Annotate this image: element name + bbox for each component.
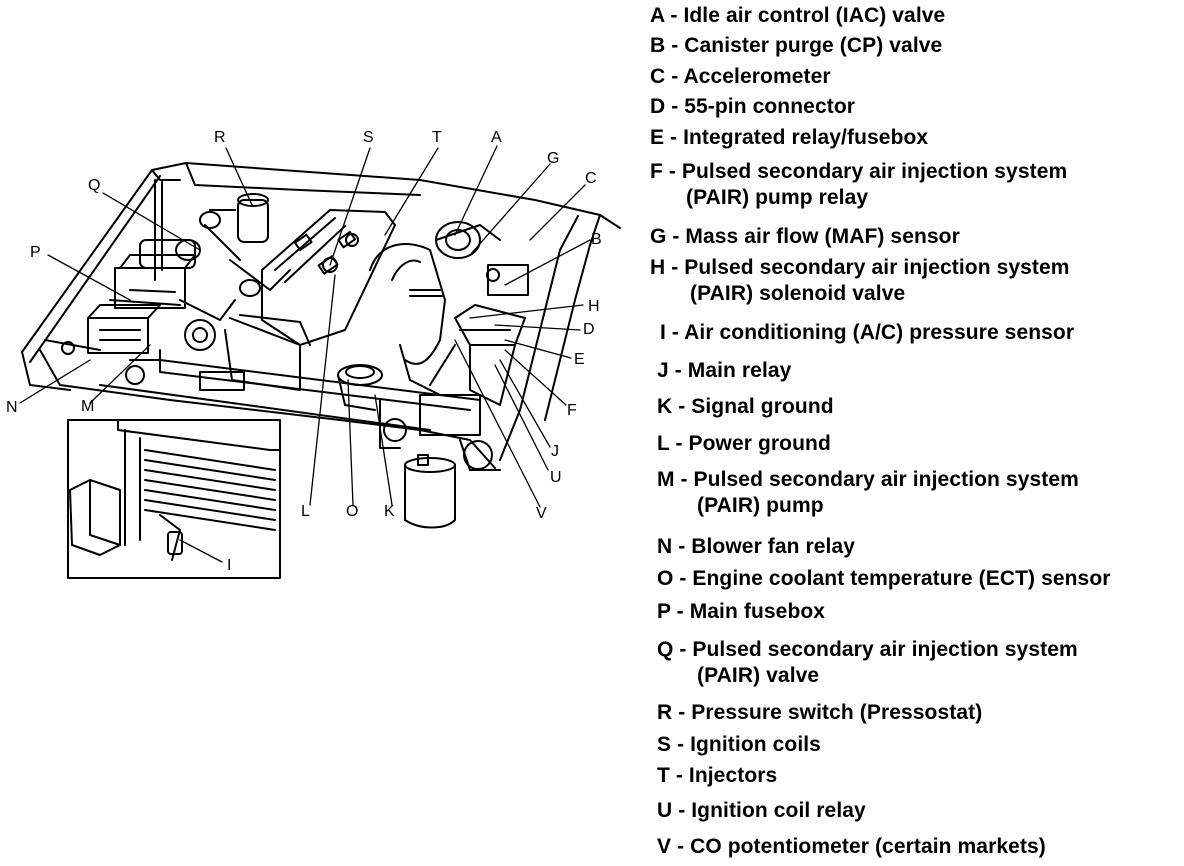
- callout-t: T: [432, 129, 442, 146]
- legend-item-f: F - Pulsed secondary air injection syste…: [650, 160, 1068, 209]
- callout-a: A: [491, 129, 502, 146]
- legend-item-o: O - Engine coolant temperature (ECT) sen…: [657, 567, 1111, 590]
- callout-g: G: [547, 150, 559, 167]
- callout-u: U: [550, 469, 562, 486]
- legend-item-d: D - 55-pin connector: [650, 95, 856, 118]
- legend-item-g: G - Mass air flow (MAF) sensor: [650, 225, 960, 248]
- legend-item-a: A - Idle air control (IAC) valve: [650, 4, 946, 27]
- pressure-switch-area: [199, 193, 291, 297]
- legend-item-b: B - Canister purge (CP) valve: [650, 34, 943, 57]
- engine-block: [224, 209, 396, 391]
- leader-lines: [19, 145, 591, 563]
- legend-item-c: C - Accelerometer: [650, 65, 831, 88]
- callout-v: V: [536, 505, 547, 522]
- callout-p: P: [30, 244, 41, 261]
- legend-item-p: P - Main fusebox: [657, 600, 826, 623]
- callout-m: M: [81, 398, 94, 415]
- coolant-bottle: [404, 454, 456, 529]
- legend-item-u: U - Ignition coil relay: [657, 799, 866, 822]
- component-legend: A - Idle air control (IAC) valve B - Can…: [650, 0, 1180, 866]
- callout-labels: R S T A G C Q B P H D E N M F J U L O K …: [6, 129, 602, 574]
- legend-item-i: I - Air conditioning (A/C) pressure sens…: [660, 321, 1075, 344]
- callout-h: H: [588, 298, 600, 315]
- callout-i: I: [227, 557, 231, 574]
- engine-bay-drawing: R S T A G C Q B P H D E N M F J U L O K …: [6, 129, 621, 579]
- callout-j: J: [551, 443, 559, 460]
- callout-f: F: [567, 402, 577, 419]
- callout-c: C: [585, 170, 597, 187]
- legend-item-l: L - Power ground: [657, 432, 831, 455]
- legend-item-m: M - Pulsed secondary air injection syste…: [657, 468, 1079, 517]
- legend-item-h: H - Pulsed secondary air injection syste…: [650, 256, 1070, 305]
- legend-item-k: K - Signal ground: [657, 395, 834, 418]
- left-components: [87, 239, 236, 354]
- legend-item-s: S - Ignition coils: [657, 733, 821, 756]
- engine-bay-diagram: R S T A G C Q B P H D E N M F J U L O K …: [6, 129, 621, 579]
- hood-outline: [21, 162, 621, 461]
- relay-box: [419, 264, 529, 436]
- intake-hose: [337, 221, 501, 411]
- callout-d: D: [583, 321, 595, 338]
- legend-item-t: T - Injectors: [657, 764, 778, 787]
- callout-q: Q: [88, 177, 100, 194]
- callout-k: K: [384, 503, 395, 520]
- legend-item-q: Q - Pulsed secondary air injection syste…: [657, 638, 1078, 687]
- callout-o: O: [346, 503, 358, 520]
- legend-item-n: N - Blower fan relay: [657, 535, 856, 558]
- legend-item-j: J - Main relay: [657, 359, 792, 382]
- legend-item-e: E - Integrated relay/fusebox: [650, 126, 929, 149]
- inset-ac-condenser: [67, 419, 281, 579]
- callout-l: L: [301, 503, 310, 520]
- callout-n: N: [6, 399, 18, 416]
- front-crossmember: [39, 339, 501, 471]
- callout-r: R: [214, 129, 226, 146]
- callout-e: E: [574, 351, 585, 368]
- callout-s: S: [363, 129, 374, 146]
- callout-b: B: [591, 231, 602, 248]
- legend-item-v: V - CO potentiometer (certain markets): [657, 835, 1046, 858]
- legend-item-r: R - Pressure switch (Pressostat): [657, 701, 983, 724]
